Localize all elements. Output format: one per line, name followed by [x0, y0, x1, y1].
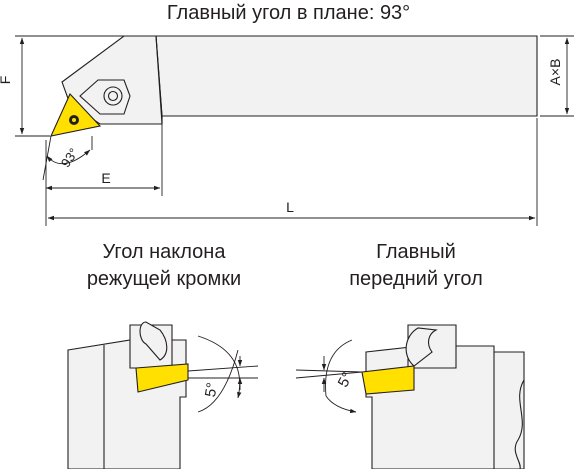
detail-left-angle-label: 5°: [202, 381, 221, 398]
dimension-l: [45, 118, 538, 226]
detail-right-angle-label: 5°: [335, 369, 357, 390]
dimension-f: [15, 35, 124, 137]
detail-right-body: [365, 324, 525, 469]
head-shank-joint: [155, 35, 163, 125]
diagram-title: Главный угол в плане: 93°: [166, 2, 411, 24]
detail-left-title-line2: режущей кромки: [86, 268, 242, 290]
detail-left-angle: [187, 335, 259, 413]
detail-right-insert: [361, 365, 415, 395]
detail-right-title-line2: передний угол: [349, 268, 483, 290]
angle-93-label: 93°: [58, 145, 82, 170]
tool-holder-body: [61, 35, 538, 125]
dimension-f-label: F: [0, 76, 13, 85]
detail-right-title-line1: Главный: [376, 241, 456, 263]
dimension-e-label: E: [101, 170, 110, 186]
angle-93-arc: [42, 135, 93, 181]
dimension-l-label: L: [286, 199, 294, 215]
detail-right-angle: [295, 339, 363, 414]
clamp: [79, 79, 131, 115]
cutting-insert-top: [50, 93, 102, 137]
detail-left-insert: [135, 363, 189, 393]
detail-left-body: [67, 321, 187, 469]
dimension-section-label: A×B: [547, 59, 563, 86]
detail-right-break-line: [514, 379, 525, 469]
dimension-section: [540, 35, 574, 117]
dimension-e: [45, 124, 163, 196]
detail-left-title-line1: Угол наклона: [102, 241, 226, 263]
